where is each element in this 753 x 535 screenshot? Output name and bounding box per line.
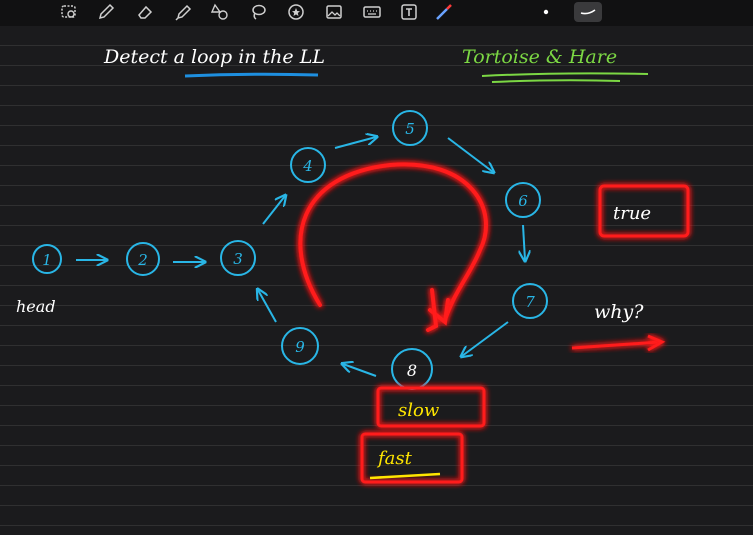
svg-text:1: 1 [42, 251, 52, 269]
stroke-width-selector[interactable] [574, 2, 602, 22]
lasso-select-icon[interactable] [58, 2, 80, 22]
keyboard-icon[interactable] [361, 2, 383, 22]
shapes-icon[interactable] [209, 2, 231, 22]
fast-label: fast [376, 448, 413, 469]
title-underline [184, 72, 319, 78]
pen-icon[interactable] [95, 2, 117, 22]
node-8: 8 [391, 348, 433, 390]
toolbar [0, 0, 753, 26]
method-text: Tortoise & Hare [462, 46, 617, 68]
node-9: 9 [281, 327, 319, 365]
highlighter-icon[interactable] [172, 2, 194, 22]
laser-pointer-icon[interactable] [433, 2, 455, 22]
svg-text:7: 7 [525, 293, 535, 311]
node-5: 5 [392, 110, 428, 146]
method-underline-1 [481, 72, 649, 77]
svg-text:5: 5 [405, 120, 415, 138]
svg-text:3: 3 [233, 250, 243, 268]
loop-arrow [298, 162, 488, 332]
svg-text:2: 2 [137, 251, 148, 269]
node-4: 4 [290, 147, 326, 183]
node-7: 7 [512, 283, 548, 319]
svg-text:8: 8 [407, 361, 417, 380]
image-icon[interactable] [323, 2, 345, 22]
node-6: 6 [505, 182, 541, 218]
fast-box [360, 432, 464, 484]
text-icon[interactable] [398, 2, 420, 22]
title-text: Detect a loop in the LL [103, 46, 325, 68]
list-arrows [76, 137, 525, 377]
svg-text:4: 4 [302, 157, 313, 175]
node-2: 2 [126, 242, 160, 276]
lasso-icon[interactable] [247, 2, 269, 22]
true-box [598, 184, 690, 238]
fast-underline [369, 472, 441, 480]
why-annotation [571, 334, 666, 352]
slow-label: slow [398, 400, 440, 421]
node-3: 3 [220, 240, 256, 276]
color-dot[interactable] [535, 2, 557, 22]
whiteboard-drawing: Detect a loop in the LL Tortoise & Hare … [16, 46, 690, 484]
eraser-icon[interactable] [134, 2, 156, 22]
svg-text:6: 6 [518, 192, 528, 210]
sticker-icon[interactable] [285, 2, 307, 22]
slow-box [376, 386, 486, 428]
svg-text:9: 9 [295, 338, 305, 356]
why-label: why? [594, 301, 644, 323]
true-label: true [613, 203, 651, 224]
node-1: 1 [32, 244, 62, 274]
note-canvas[interactable]: Detect a loop in the LL Tortoise & Hare … [0, 26, 753, 535]
method-underline-2 [491, 79, 621, 83]
head-label: head [16, 297, 56, 316]
